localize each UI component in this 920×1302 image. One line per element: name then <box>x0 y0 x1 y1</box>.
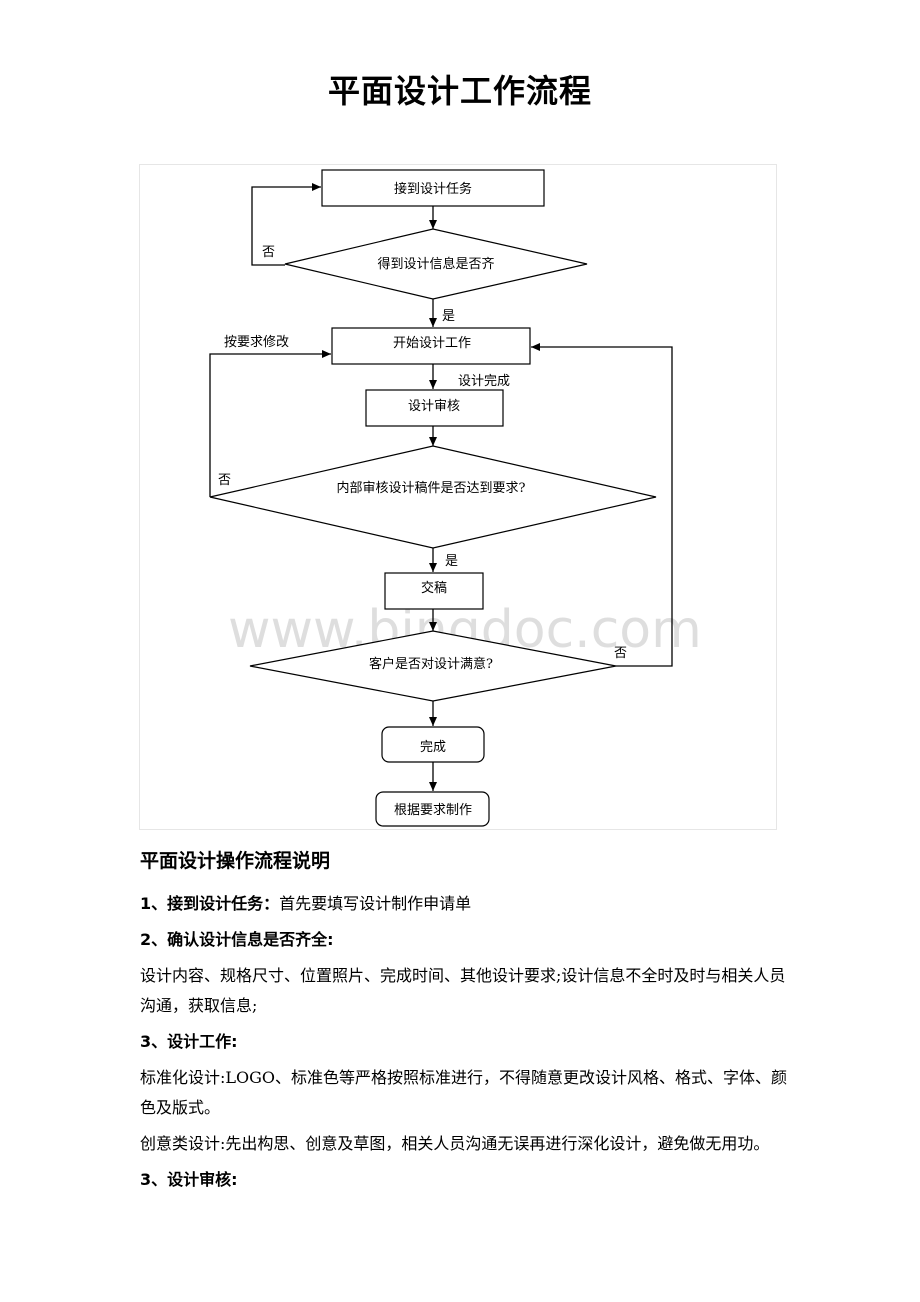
item-1-lead: 1、接到设计任务： <box>140 894 280 913</box>
node-submit <box>384 572 484 610</box>
node-info-complete-label: 得到设计信息是否齐 <box>377 256 494 272</box>
node-done-label: 完成 <box>420 740 446 755</box>
arrow-info-no-loop <box>251 183 321 266</box>
node-produce <box>375 791 490 827</box>
label-yes-1: 是 <box>442 309 455 324</box>
node-receive-task <box>321 169 545 207</box>
page-title: 平面设计工作流程 <box>327 72 592 110</box>
node-internal-review <box>209 445 657 549</box>
node-internal-review-label: 内部审核设计稿件是否达到要求? <box>337 480 526 496</box>
node-start-work <box>331 327 531 365</box>
node-info-complete <box>284 228 588 300</box>
flowchart-frame <box>139 164 777 830</box>
item-2-heading: 2、确认设计信息是否齐全: <box>140 930 334 949</box>
node-review-label: 设计审核 <box>408 399 460 414</box>
node-start-work-label: 开始设计工作 <box>393 336 471 351</box>
item-4-heading: 3、设计审核: <box>140 1170 238 1189</box>
label-no-3: 否 <box>614 646 627 661</box>
item-2-text: 设计内容、规格尺寸、位置照片、完成时间、其他设计要求;设计信息不全时及时与相关人… <box>140 966 786 1015</box>
node-review <box>365 389 504 427</box>
label-no-2: 否 <box>218 473 231 488</box>
node-receive-task-label: 接到设计任务 <box>394 181 472 197</box>
label-yes-2: 是 <box>445 554 458 569</box>
node-produce-label: 根据要求制作 <box>394 803 472 818</box>
label-no-1: 否 <box>262 245 275 260</box>
arrow-internal-no-loop <box>209 350 331 497</box>
item-3-heading: 3、设计工作: <box>140 1032 238 1051</box>
arrow-client-no-loop <box>531 343 673 667</box>
node-client-satisfied-label: 客户是否对设计满意? <box>369 656 493 672</box>
description-section: 平面设计操作流程说明 1、接到设计任务：首先要填写设计制作申请单 2、确认设计信… <box>140 846 790 1201</box>
item-3-text-a: 标准化设计:LOGO、标准色等严格按照标准进行，不得随意更改设计风格、格式、字体… <box>140 1068 788 1117</box>
node-submit-label: 交稿 <box>421 580 447 596</box>
label-modify: 按要求修改 <box>224 335 289 350</box>
section-title: 平面设计操作流程说明 <box>140 850 331 872</box>
item-1: 1、接到设计任务：首先要填写设计制作申请单 <box>140 889 790 919</box>
item-3-text-b: 创意类设计:先出构思、创意及草图，相关人员沟通无误再进行深化设计，避免做无用功。 <box>140 1134 770 1153</box>
item-1-text: 首先要填写设计制作申请单 <box>279 894 472 913</box>
label-design-done: 设计完成 <box>458 374 510 389</box>
